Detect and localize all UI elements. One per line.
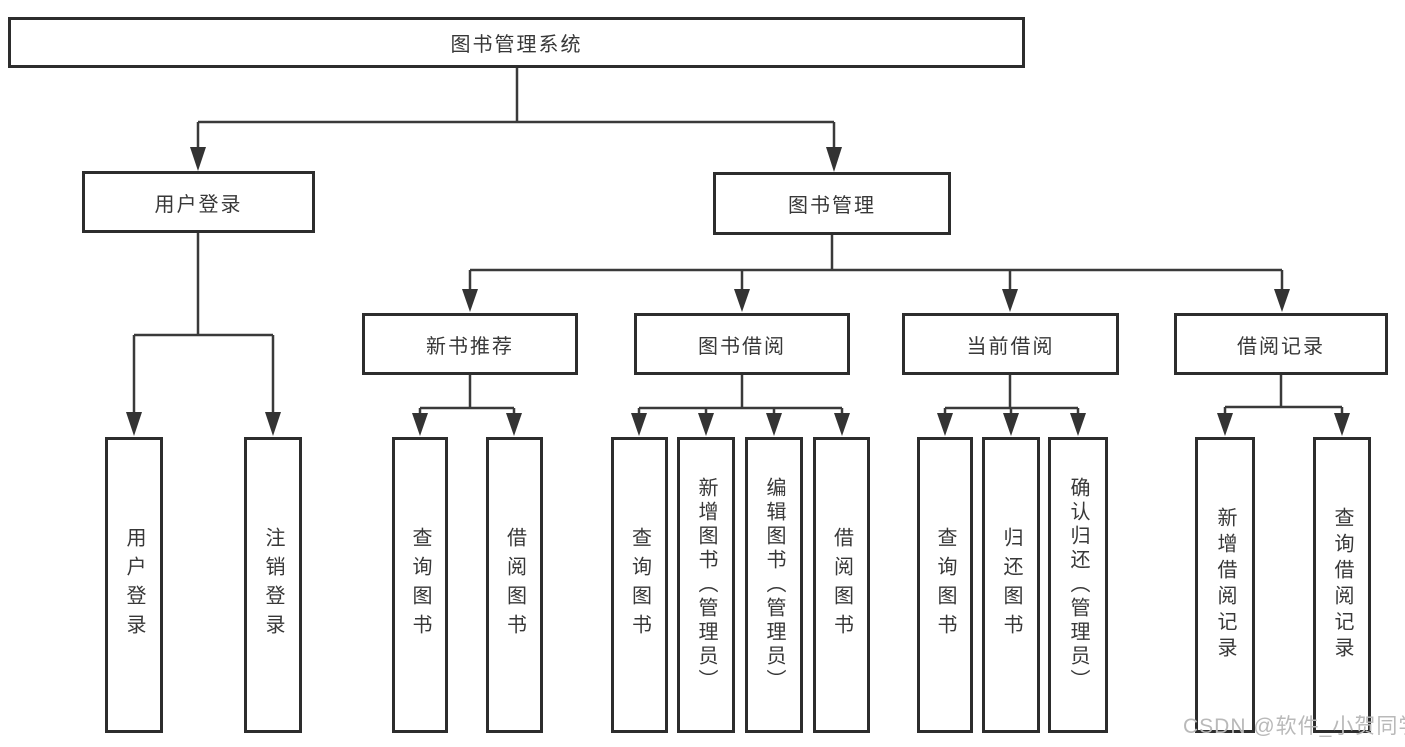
node-user-login: 用户登录 (82, 171, 315, 233)
node-new-book-recommend: 新书推荐 (362, 313, 578, 375)
leaf-query-books-current: 查询图书 (917, 437, 973, 733)
leaf-logout: 注销登录 (244, 437, 302, 733)
connector-root (196, 68, 836, 149)
leaf-user-login: 用户登录 (105, 437, 163, 733)
connector-new-book-group (418, 375, 516, 415)
node-current-borrow: 当前借阅 (902, 313, 1119, 375)
leaf-add-book-admin: 新增图书（管理员） (677, 437, 735, 733)
node-borrow-records: 借阅记录 (1174, 313, 1388, 375)
leaf-add-borrow-record: 新增借阅记录 (1195, 437, 1255, 733)
leaf-return-books: 归还图书 (982, 437, 1040, 733)
connector-current-borrow-group (943, 375, 1080, 415)
node-library-management-system: 图书管理系统 (8, 17, 1025, 68)
arrowheads (126, 147, 1350, 436)
leaf-confirm-return-admin: 确认归还（管理员） (1048, 437, 1108, 733)
node-book-management: 图书管理 (713, 172, 951, 235)
connector-book-borrow-group (637, 375, 844, 415)
leaf-query-books-new: 查询图书 (392, 437, 448, 733)
leaf-query-books-borrow: 查询图书 (611, 437, 668, 733)
connector-borrow-records-group (1223, 375, 1344, 415)
leaf-borrow-books-borrow: 借阅图书 (813, 437, 870, 733)
connector-book-management-group (468, 235, 1284, 291)
leaf-edit-book-admin: 编辑图书（管理员） (745, 437, 803, 733)
leaf-query-borrow-record: 查询借阅记录 (1313, 437, 1371, 733)
node-book-borrow: 图书借阅 (634, 313, 850, 375)
connector-user-login-group (132, 233, 275, 414)
watermark-csdn: CSDN @软件_小贺同学 (1183, 715, 1405, 738)
leaf-borrow-books-new: 借阅图书 (486, 437, 543, 733)
